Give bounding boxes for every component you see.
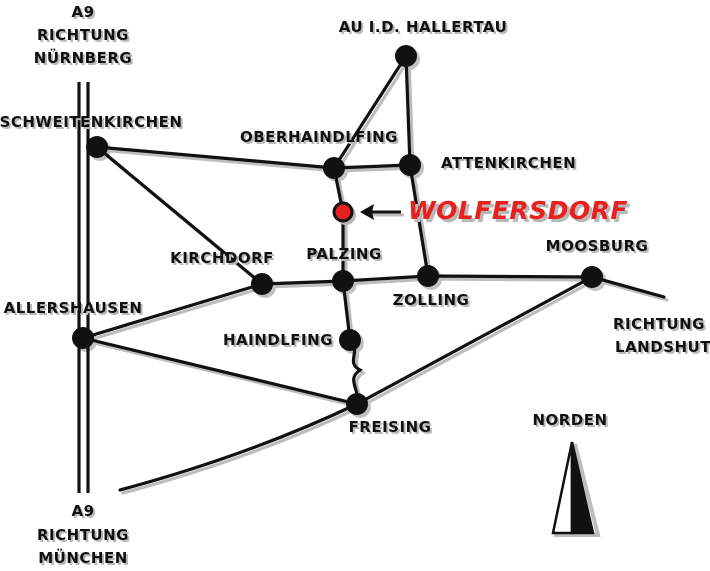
svg-text:MOOSBURG: MOOSBURG: [548, 239, 651, 257]
svg-text:MÜNCHEN: MÜNCHEN: [40, 550, 130, 569]
svg-text:A9: A9: [73, 504, 96, 522]
road-freising-southwest: [118, 402, 359, 492]
town-marker-zolling: [417, 265, 439, 287]
town-marker-attenkirchen: [399, 154, 421, 176]
labels: A9 A9 RICHTUNG RICHTUNG NÜRNBERG NÜRNBER…: [0, 3, 710, 569]
label-au-hallertau: AU I.D. HALLERTAU: [339, 18, 508, 36]
town-marker-wolfersdorf: [332, 201, 354, 223]
town-marker-oberhaindlfing: [323, 157, 345, 179]
svg-text:ZOLLING: ZOLLING: [395, 293, 472, 311]
svg-text:FREISING: FREISING: [351, 420, 434, 438]
road-schweitenkirchen-kirchdorf: [95, 145, 264, 286]
svg-text:AU I.D. HALLERTAU: AU I.D. HALLERTAU: [341, 20, 510, 38]
town-marker-allershausen: [72, 327, 94, 349]
svg-text:A9: A9: [73, 5, 96, 23]
road-oberhaindlfing-au: [332, 50, 430, 278]
road-allershausen-landshut: [81, 274, 666, 340]
label-richtung-north: RICHTUNG: [37, 26, 129, 44]
svg-text:RICHTUNG: RICHTUNG: [39, 28, 131, 46]
label-wolfersdorf: WOLFERSDORF: [408, 196, 628, 225]
label-freising: FREISING: [349, 418, 432, 436]
label-haindlfing: HAINDLFING: [223, 331, 333, 349]
label-nuernberg: NÜRNBERG: [34, 48, 132, 67]
label-a9-south: A9: [71, 502, 94, 520]
town-marker-au: [395, 45, 417, 67]
svg-text:ATTENKIRCHEN: ATTENKIRCHEN: [443, 156, 578, 174]
label-attenkirchen: ATTENKIRCHEN: [441, 154, 576, 172]
svg-text:PALZING: PALZING: [308, 247, 384, 265]
svg-text:KIRCHDORF: KIRCHDORF: [172, 251, 276, 269]
label-palzing: PALZING: [306, 245, 382, 263]
svg-text:WOLFERSDORF: WOLFERSDORF: [411, 199, 631, 228]
town-marker-schweitenkirchen: [86, 136, 108, 158]
town-marker-haindlfing: [339, 329, 361, 351]
svg-text:ALLERSHAUSEN: ALLERSHAUSEN: [6, 301, 145, 319]
label-richtung-south: RICHTUNG: [37, 526, 129, 544]
svg-text:RICHTUNG: RICHTUNG: [615, 317, 707, 335]
town-marker-kirchdorf: [251, 273, 273, 295]
road-allershausen-freising-moosburg: [81, 275, 594, 406]
label-norden: NORDEN: [532, 411, 607, 429]
label-oberhaindlfing: OBERHAINDLFING: [240, 128, 398, 146]
svg-text:HAINDLFING: HAINDLFING: [225, 333, 335, 351]
town-marker-palzing: [332, 270, 354, 292]
left-arrow-icon: [360, 204, 404, 220]
svg-text:NORDEN: NORDEN: [534, 413, 609, 431]
town-marker-moosburg: [581, 266, 603, 288]
town-marker-freising: [346, 393, 368, 415]
label-a9-north: A9: [71, 3, 94, 21]
svg-text:RICHTUNG: RICHTUNG: [39, 528, 131, 546]
north-arrow-icon: [551, 441, 601, 537]
label-moosburg: MOOSBURG: [546, 237, 649, 255]
label-landshut: LANDSHUT: [615, 338, 710, 356]
label-zolling: ZOLLING: [393, 291, 470, 309]
town-markers: [72, 45, 603, 415]
svg-text:LANDSHUT: LANDSHUT: [617, 340, 710, 358]
label-kirchdorf: KIRCHDORF: [170, 249, 274, 267]
label-schweitenkirchen: SCHWEITENKIRCHEN: [0, 113, 182, 131]
svg-text:NÜRNBERG: NÜRNBERG: [36, 50, 134, 69]
label-richtung-landshut: RICHTUNG: [613, 315, 705, 333]
label-muenchen: MÜNCHEN: [38, 548, 128, 567]
svg-text:SCHWEITENKIRCHEN: SCHWEITENKIRCHEN: [2, 115, 185, 133]
svg-text:OBERHAINDLFING: OBERHAINDLFING: [242, 130, 400, 148]
label-allershausen: ALLERSHAUSEN: [4, 299, 143, 317]
